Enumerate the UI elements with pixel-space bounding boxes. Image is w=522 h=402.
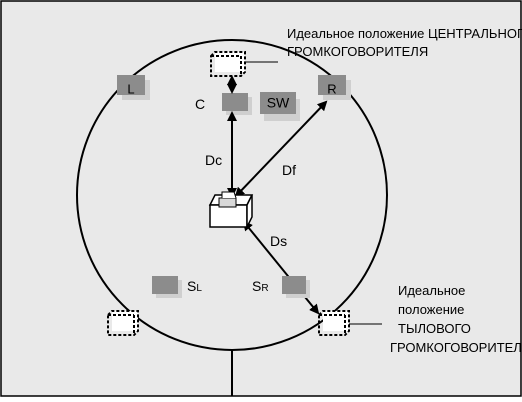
center-ideal-label-line2: ГРОМКОГОВОРИТЕЛЯ bbox=[287, 44, 428, 59]
df-arrow bbox=[234, 100, 328, 198]
ds-label: Ds bbox=[270, 233, 287, 249]
center-speaker bbox=[222, 93, 252, 115]
subwoofer-speaker: SW bbox=[260, 92, 300, 121]
rear-ideal-label-line3: ТЫЛОВОГО bbox=[398, 321, 471, 336]
surround-right-label: SR bbox=[252, 278, 269, 294]
surround-left-speaker bbox=[152, 276, 182, 298]
left-speaker: L bbox=[117, 75, 150, 100]
rear-ideal-label-line2: положение bbox=[398, 302, 464, 317]
ideal-rear-left-speaker bbox=[107, 310, 139, 336]
surround-right-speaker bbox=[282, 276, 310, 298]
ideal-rear-right-speaker bbox=[318, 310, 350, 336]
center-ideal-label-line1: Идеальное положение ЦЕНТРАЛЬНОГО bbox=[287, 26, 522, 41]
left-speaker-label: L bbox=[127, 81, 134, 96]
right-speaker: R bbox=[318, 75, 351, 100]
rear-ideal-label-line1: Идеальное bbox=[398, 283, 465, 298]
dc-label: Dc bbox=[205, 152, 222, 168]
subwoofer-label: SW bbox=[267, 95, 290, 111]
rear-ideal-label-line4: ГРОМКОГОВОРИТЕЛЯ bbox=[390, 340, 522, 355]
listener-seat-icon bbox=[208, 191, 254, 228]
ideal-center-speaker bbox=[210, 51, 246, 77]
surround-left-label: SL bbox=[187, 278, 202, 294]
df-label: Df bbox=[282, 162, 296, 178]
center-speaker-label: C bbox=[195, 96, 205, 112]
right-speaker-label: R bbox=[327, 81, 336, 96]
